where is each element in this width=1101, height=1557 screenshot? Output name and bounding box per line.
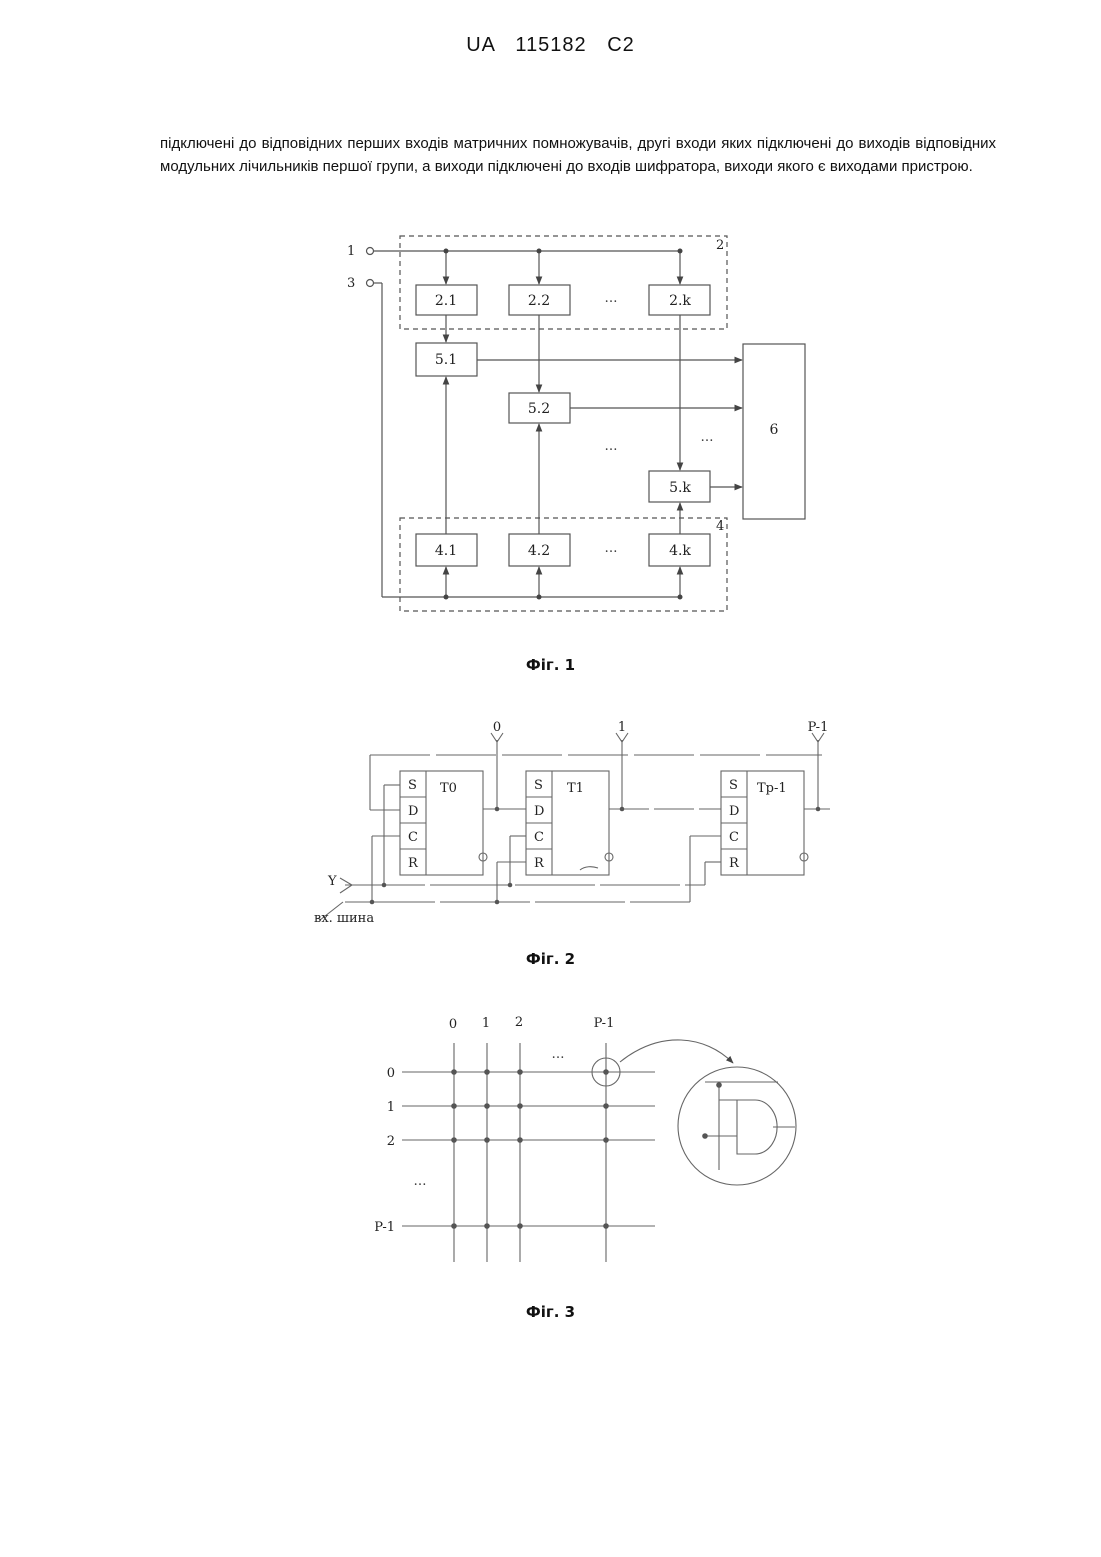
block-5-k-label: 5.k <box>669 480 691 496</box>
fig3-ellipsis-cols: … <box>552 1047 565 1062</box>
figure-3-junctions <box>451 1069 722 1229</box>
figure-3-diagram <box>402 1040 796 1262</box>
fig2-bus-label: вх. шина <box>314 911 374 926</box>
figure-1-caption: Фіг. 1 <box>0 656 1101 674</box>
t0-pin-s: S <box>408 778 417 793</box>
block-2-2-label: 2.2 <box>528 293 550 309</box>
t1-pin-d: D <box>534 804 544 819</box>
tp1-pin-r: R <box>729 856 740 871</box>
fig1-input-3-label: 3 <box>347 276 355 291</box>
block-4-1-label: 4.1 <box>435 543 457 559</box>
tp1-pin-d: D <box>729 804 739 819</box>
fig1-input-1-label: 1 <box>347 244 355 259</box>
block-4-2-label: 4.2 <box>528 543 550 559</box>
tp1-pin-c: C <box>729 830 739 845</box>
block-5-2-label: 5.2 <box>528 401 550 417</box>
t0-pin-d: D <box>408 804 418 819</box>
block-4-k-label: 4.k <box>669 543 691 559</box>
fig3-col-2: 2 <box>515 1015 523 1030</box>
block-6-label: 6 <box>770 422 779 438</box>
figure-1-diagram <box>367 236 806 611</box>
fig1-ellipsis-right: … <box>701 430 714 445</box>
figure-1-labels: 1 3 2 4 2.1 2.2 2.k … 5.1 5.2 5.k … … 6 … <box>347 238 779 559</box>
figure-2-junctions <box>370 807 821 905</box>
fig2-input-y-label: Y <box>327 874 337 889</box>
fig2-output-1: 1 <box>618 720 626 735</box>
fig3-row-p1: P-1 <box>374 1220 395 1235</box>
trigger-t1-label: T1 <box>567 781 584 796</box>
fig3-col-0: 0 <box>449 1017 457 1032</box>
fig1-ellipsis-middle: … <box>605 439 618 454</box>
fig3-row-0: 0 <box>387 1066 395 1081</box>
t1-pin-r: R <box>534 856 545 871</box>
figure-2-caption: Фіг. 2 <box>0 950 1101 968</box>
fig3-ellipsis-rows: … <box>414 1174 427 1189</box>
fig3-row-1: 1 <box>387 1100 395 1115</box>
figure-2-labels: 0 1 P-1 T0 T1 Tp-1 S D C R S D C R S D C… <box>314 720 828 926</box>
fig3-col-1: 1 <box>482 1016 490 1031</box>
tp1-pin-s: S <box>729 778 738 793</box>
t0-pin-c: C <box>408 830 418 845</box>
block-5-1-label: 5.1 <box>435 352 457 368</box>
figure-1-junctions <box>444 249 683 600</box>
fig3-col-p1: P-1 <box>594 1016 615 1031</box>
t1-pin-c: C <box>534 830 544 845</box>
figure-3-labels: 0 1 2 P-1 … 0 1 2 P-1 … <box>374 1015 614 1235</box>
fig1-ellipsis-bottom: … <box>605 541 618 556</box>
figure-2-diagram <box>320 733 830 920</box>
fig1-ellipsis-top: … <box>605 291 618 306</box>
trigger-tp1-label: Tp-1 <box>757 781 787 796</box>
fig2-output-p1: P-1 <box>808 720 829 735</box>
trigger-t0-label: T0 <box>440 781 457 796</box>
t0-pin-r: R <box>408 856 419 871</box>
figure-3-caption: Фіг. 3 <box>0 1303 1101 1321</box>
t1-pin-s: S <box>534 778 543 793</box>
fig3-row-2: 2 <box>387 1134 395 1149</box>
fig1-group-4-label: 4 <box>716 519 724 534</box>
block-2-k-label: 2.k <box>669 293 691 309</box>
fig1-group-2-label: 2 <box>716 238 724 253</box>
fig2-output-0: 0 <box>493 720 501 735</box>
block-2-1-label: 2.1 <box>435 293 457 309</box>
